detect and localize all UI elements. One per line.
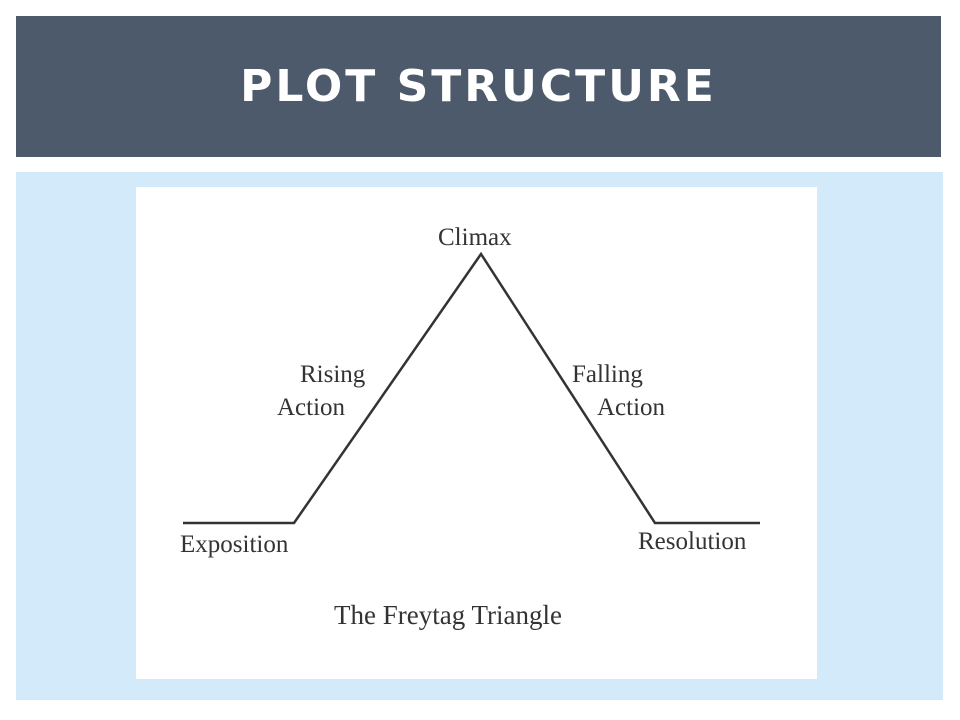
slide-title: PLOT STRUCTURE [240,61,717,112]
label-falling-action-line2: Action [597,394,666,421]
slide-title-bar: PLOT STRUCTURE [16,16,941,157]
freytag-triangle-graphic [183,251,760,525]
label-exposition: Exposition [180,531,289,558]
label-rising-action-line1: Rising [300,361,366,388]
freytag-diagram: Climax Rising Action Falling Action Expo… [136,187,817,679]
label-climax: Climax [438,224,512,251]
plot-line [183,251,760,525]
label-rising-action-line2: Action [277,394,346,421]
diagram-caption: The Freytag Triangle [334,600,562,630]
label-falling-action-line1: Falling [572,361,643,388]
label-resolution: Resolution [638,528,747,555]
